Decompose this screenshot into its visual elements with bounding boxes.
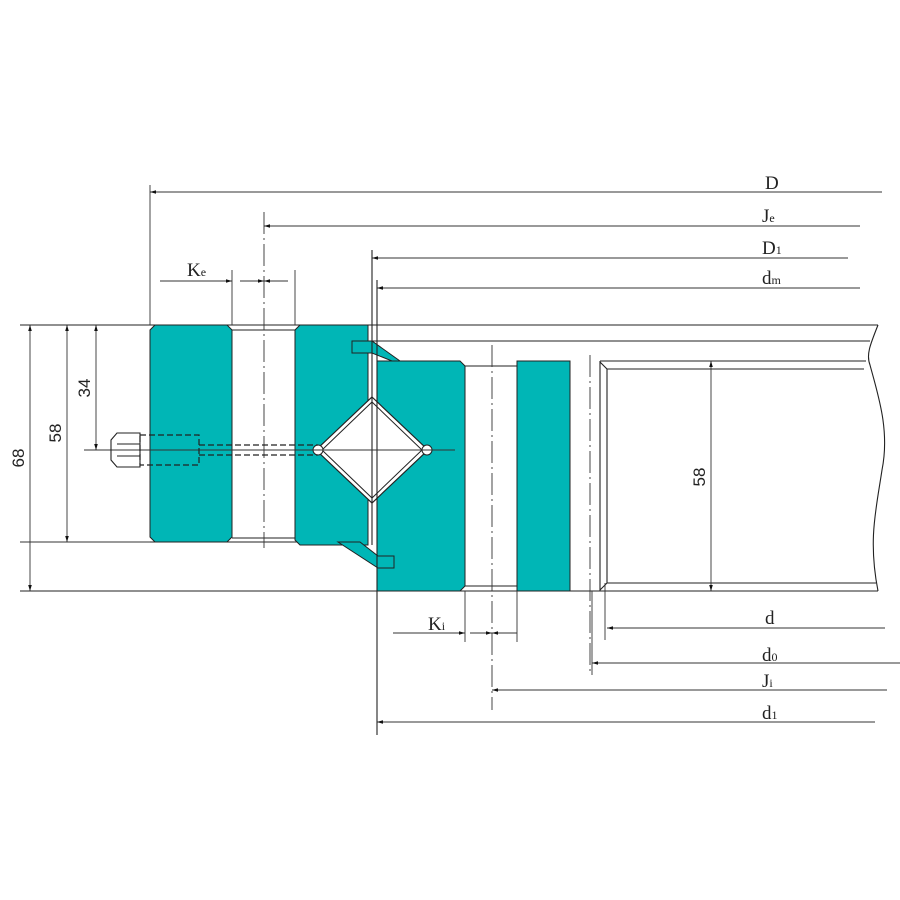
dim-58-outer: 58 — [46, 424, 65, 443]
outer-ring — [149, 212, 369, 548]
crossed-roller — [84, 250, 455, 735]
label-d1: d1 — [762, 703, 778, 724]
bottom-dimensions — [377, 583, 900, 724]
inner-ring — [376, 345, 591, 710]
dim-34: 34 — [75, 379, 94, 398]
label-Ji: Ji — [762, 671, 773, 692]
label-d0: d0 — [762, 645, 778, 666]
label-d: d — [765, 608, 775, 629]
label-Ke: Ke — [187, 260, 206, 281]
dim-58-inner: 58 — [690, 468, 709, 487]
label-dm: dm — [762, 268, 782, 289]
height-dimensions — [20, 325, 713, 591]
label-D1: D1 — [762, 238, 782, 259]
label-Ki: Ki — [428, 614, 446, 635]
bolt — [110, 432, 318, 468]
top-dimensions — [149, 185, 882, 325]
label-Je: Je — [762, 206, 775, 227]
dim-68: 68 — [9, 449, 28, 468]
label-D: D — [765, 173, 779, 194]
